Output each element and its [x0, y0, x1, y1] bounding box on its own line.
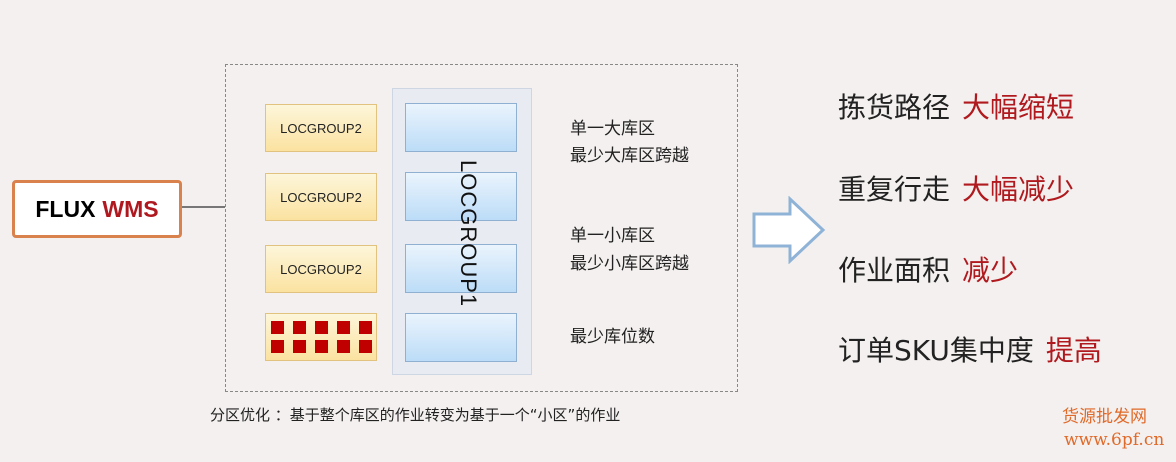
locgroup1-label: LOCGROUP1 [456, 160, 481, 308]
zone-container [225, 64, 738, 392]
note-text: 单一小库区 [570, 226, 655, 246]
locgroup2-box: LOCGROUP2 [265, 104, 377, 152]
locgroup2-box: LOCGROUP2 [265, 173, 377, 221]
location-grid-icon [270, 321, 372, 353]
locgroup1-cell [405, 103, 517, 152]
locgroup1-cell [405, 313, 517, 362]
locgroup1-cell [405, 244, 517, 293]
benefit-item: 作业面积减少 [838, 254, 1019, 287]
locgroup2-box: LOCGROUP2 [265, 245, 377, 293]
flux-label: FLUX [35, 195, 96, 222]
benefit-item: 拣货路径大幅缩短 [838, 91, 1075, 124]
locgroup1-cell [405, 172, 517, 221]
caption: 分区优化 ：基于整个库区的作业转变为基于一个“小区”的作业 [210, 406, 621, 424]
benefit-item: 重复行走大幅减少 [838, 173, 1075, 206]
location-grid-box [265, 313, 377, 361]
arrow-right-icon [752, 196, 826, 264]
wms-label: WMS [102, 195, 159, 222]
connector-line [182, 206, 225, 208]
note-text: 最少库位数 [570, 327, 655, 347]
watermark-url: www.6pf.cn [1064, 430, 1165, 450]
note-text: 单一大库区 [570, 119, 655, 139]
benefit-item: 订单SKU集中度提高 [838, 334, 1102, 367]
note-text: 最少大库区跨越 [570, 146, 689, 166]
note-text: 最少小库区跨越 [570, 254, 689, 274]
watermark: 货源批发网 [1062, 407, 1147, 427]
